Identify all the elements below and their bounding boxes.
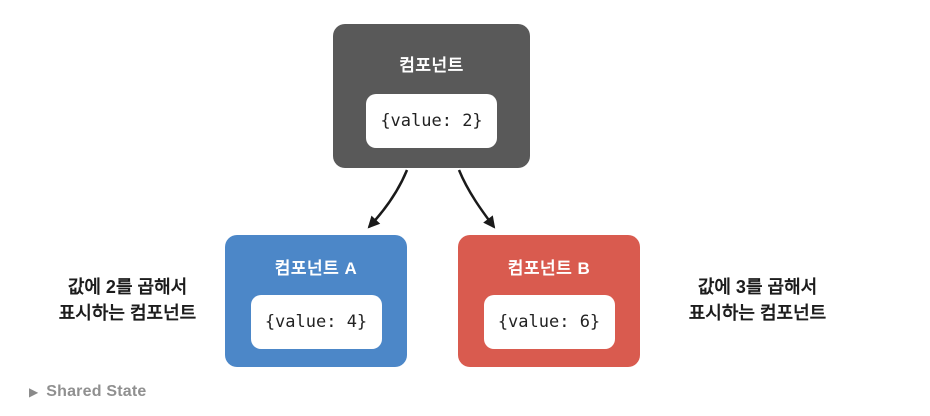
annotation-right-line1: 값에 3를 곱해서 [697,277,818,297]
annotation-left-line2: 표시하는 컴포넌트 [58,303,197,323]
disclosure-label: Shared State [46,383,147,400]
arrow-parent-to-b [457,169,496,229]
arrow-parent-to-a [367,169,409,229]
annotation-right-line2: 표시하는 컴포넌트 [688,303,827,323]
component-node-b: 컴포넌트 B {value: 6} [458,235,640,367]
annotation-right: 값에 3를 곱해서 표시하는 컴포넌트 [650,274,865,326]
shared-state-disclosure[interactable]: ▶ Shared State [29,383,146,401]
parent-state-value: {value: 2} [366,94,497,148]
parent-node-title: 컴포넌트 [399,56,464,75]
triangle-right-icon: ▶ [29,385,39,399]
node-b-state-value: {value: 6} [483,295,615,349]
node-a-title: 컴포넌트 A [274,259,358,278]
node-b-title: 컴포넌트 B [507,259,591,278]
component-node-parent: 컴포넌트 {value: 2} [333,24,530,168]
node-a-state-value: {value: 4} [250,295,382,349]
component-node-a: 컴포넌트 A {value: 4} [225,235,407,367]
annotation-left-line1: 값에 2를 곱해서 [67,277,188,297]
annotation-left: 값에 2를 곱해서 표시하는 컴포넌트 [20,274,235,326]
